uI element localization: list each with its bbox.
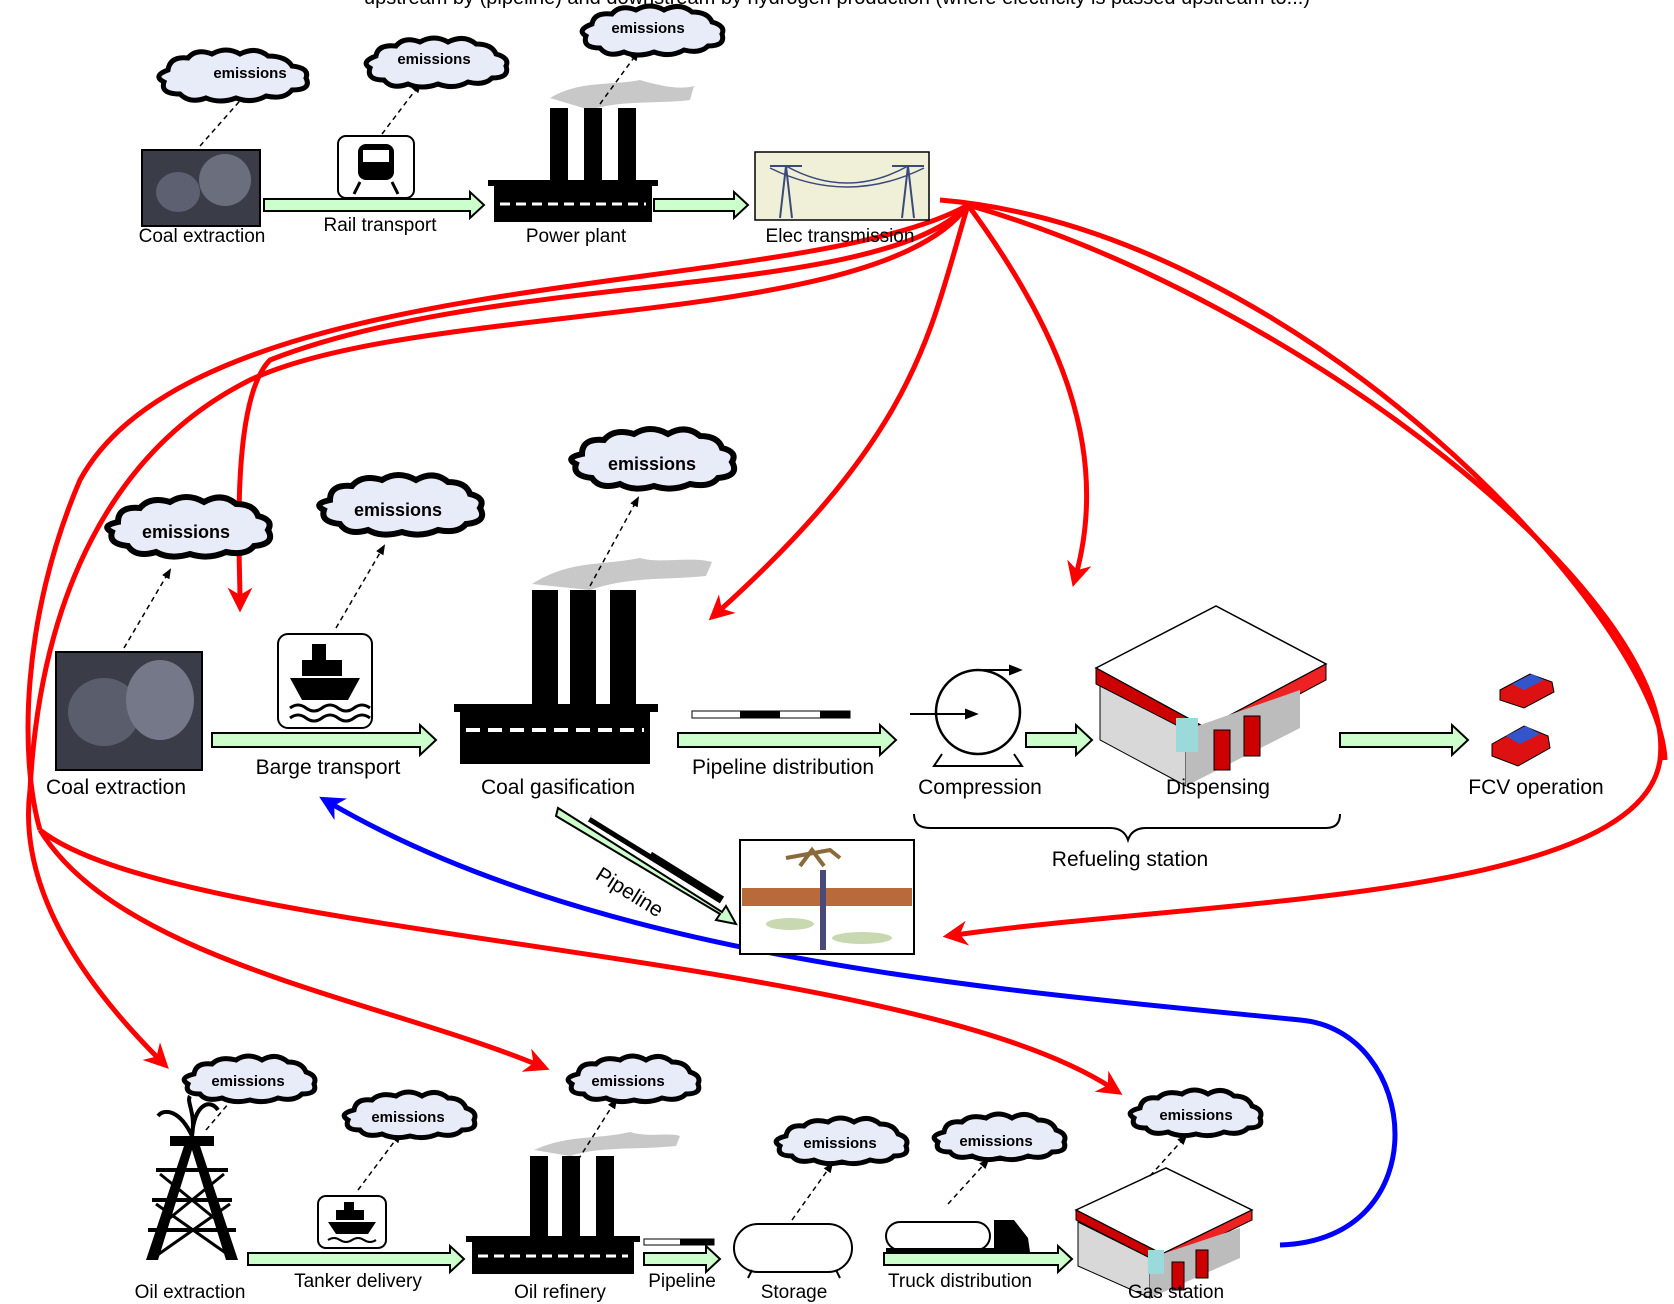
storage-tank-icon	[733, 1223, 853, 1279]
pipeline-icon	[587, 812, 725, 904]
process-arrow	[263, 189, 486, 221]
bottom-pipeline-label: Pipeline	[648, 1271, 716, 1292]
emissions-cloud: emissions	[363, 35, 510, 135]
compression-label: Compression	[918, 776, 1042, 799]
emissions-cloud: emissions	[568, 426, 738, 587]
fcv-operation-label: FCV operation	[1468, 776, 1603, 799]
emissions-label: emissions	[959, 1133, 1032, 1150]
emissions-cloud: emissions	[316, 472, 486, 629]
process-arrow	[883, 1243, 1074, 1275]
coal-gasification-label: Coal gasification	[481, 776, 635, 799]
process-arrow	[1025, 722, 1094, 758]
emissions-label: emissions	[591, 1073, 664, 1090]
electricity-flows	[25, 197, 1668, 1095]
refueling-station-label: Refueling station	[1052, 848, 1208, 871]
emissions-cloud: emissions	[104, 494, 274, 649]
elec-flow-to-oil-refinery	[37, 828, 550, 1072]
power-plant-icon	[488, 80, 694, 222]
coal-lump	[68, 678, 140, 746]
refueling-station-icon	[1094, 605, 1328, 787]
emissions-cloud: emissions	[181, 1053, 318, 1131]
process-arrow	[643, 1243, 722, 1275]
elec-flow-to-gas-station	[38, 828, 1123, 1095]
process-arrow	[1339, 722, 1470, 758]
fcv-car-icon	[1491, 673, 1555, 767]
emissions-cloud: emissions	[773, 1115, 910, 1221]
top-coal-extraction-label: Coal extraction	[139, 226, 266, 247]
gas-station-label: Gas station	[1128, 1282, 1224, 1303]
emissions-cloud: emissions	[1127, 1087, 1264, 1177]
emissions-label: emissions	[142, 522, 230, 542]
elec-flow-to-top-elec	[939, 197, 1668, 761]
emissions-label: emissions	[608, 454, 696, 474]
emissions-cloud: emissions	[931, 1111, 1068, 1205]
top-row: Coal extraction Rail transport Power pla…	[139, 3, 930, 247]
pipeline-icon	[643, 1238, 715, 1246]
transmission-tower-icon	[754, 151, 930, 221]
ship-icon	[317, 1195, 387, 1249]
storage-label: Storage	[761, 1282, 828, 1303]
emissions-cloud: emissions	[565, 1053, 702, 1161]
process-arrow	[677, 722, 898, 758]
ship-icon	[277, 633, 373, 729]
dispensing-label: Dispensing	[1166, 776, 1270, 799]
middle-row: Coal extraction Barge transport Coal gas…	[46, 426, 1604, 955]
coal-lump	[156, 172, 200, 212]
elec-flow-to-pipeline-storage	[942, 202, 1664, 946]
sequestration-well-icon	[739, 839, 915, 955]
elec-transmission-label: Elec transmission	[766, 226, 915, 247]
gasification-plant-icon	[454, 558, 712, 764]
bottom-row: Oil extraction Tanker delivery Oil refin…	[135, 1053, 1264, 1303]
emissions-label: emissions	[611, 20, 684, 37]
process-arrow	[247, 1243, 466, 1275]
rail-transport-label: Rail transport	[324, 215, 438, 236]
elec-flow-to-gasification	[708, 204, 971, 621]
emissions-label: emissions	[1159, 1107, 1232, 1124]
elec-flow-to-coal-extraction	[227, 203, 970, 613]
pipeline-icon	[691, 710, 851, 719]
coal-lump	[199, 154, 251, 206]
oil-derrick-icon	[146, 1094, 238, 1260]
fuel-flow-gas-station-to-barge	[319, 796, 1398, 1248]
truck-distribution-label: Truck distribution	[888, 1271, 1032, 1292]
pipeline-distribution-label: Pipeline distribution	[692, 756, 874, 779]
barge-transport-label: Barge transport	[256, 756, 401, 779]
emissions-label: emissions	[397, 51, 470, 68]
tanker-delivery-label: Tanker delivery	[294, 1271, 422, 1292]
train-icon	[337, 135, 415, 199]
emissions-label: emissions	[354, 500, 442, 520]
oil-extraction-label: Oil extraction	[135, 1282, 246, 1303]
compressor-icon	[910, 664, 1024, 767]
elec-flow-to-compression-loop	[26, 203, 971, 1069]
power-plant-label: Power plant	[526, 226, 627, 247]
emissions-label: emissions	[371, 1109, 444, 1126]
elec-flow-to-dispensing	[965, 203, 1092, 588]
pipeline-arrow	[554, 806, 738, 926]
emissions-cloud: emissions	[156, 47, 310, 147]
process-arrow	[653, 189, 750, 221]
process-arrow	[211, 722, 438, 758]
oil-refinery-icon	[466, 1132, 680, 1274]
emissions-label: emissions	[211, 1073, 284, 1090]
emissions-label: emissions	[213, 65, 286, 82]
emissions-label: emissions	[803, 1135, 876, 1152]
coal-lump	[126, 660, 194, 740]
gas-station-icon	[1074, 1167, 1254, 1299]
emissions-cloud: emissions	[579, 3, 726, 105]
refueling-station-brace	[913, 813, 1341, 844]
mid-coal-extraction-label: Coal extraction	[46, 776, 186, 799]
emissions-cloud: emissions	[341, 1089, 478, 1191]
header-text: upstream by (pipeline) and downstream by…	[364, 0, 1310, 9]
oil-refinery-label: Oil refinery	[514, 1282, 606, 1303]
elec-flow-left-main	[25, 202, 970, 831]
